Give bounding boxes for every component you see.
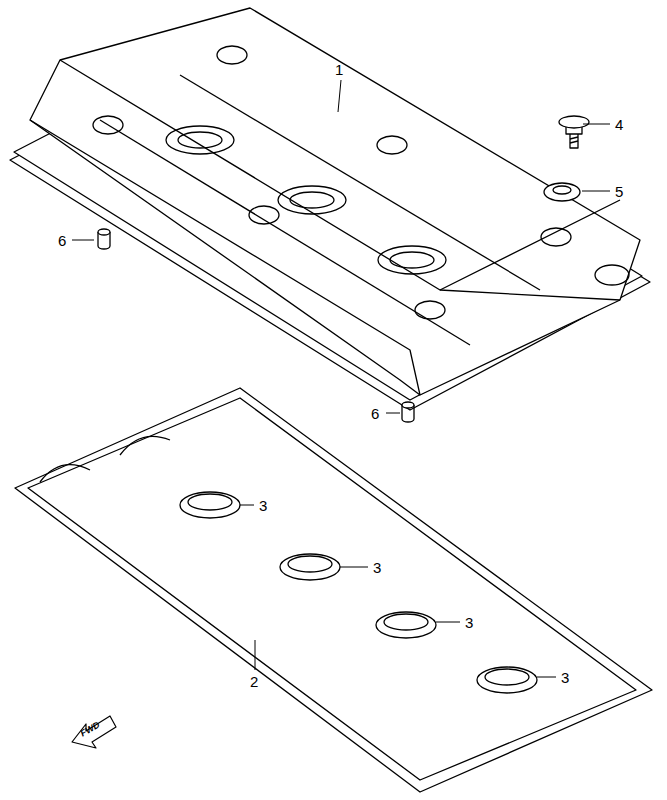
callout-number: 3	[259, 498, 267, 513]
callout-number: 6	[371, 406, 379, 421]
callout-number: 1	[335, 62, 343, 77]
callout-number: 5	[615, 184, 623, 199]
callout-number: 3	[561, 670, 569, 685]
callout-number: 6	[58, 233, 66, 248]
callout-number: 2	[250, 674, 258, 689]
callout-number: 4	[615, 117, 623, 132]
callout-number: 3	[373, 560, 381, 575]
callout-number: 3	[465, 615, 473, 630]
